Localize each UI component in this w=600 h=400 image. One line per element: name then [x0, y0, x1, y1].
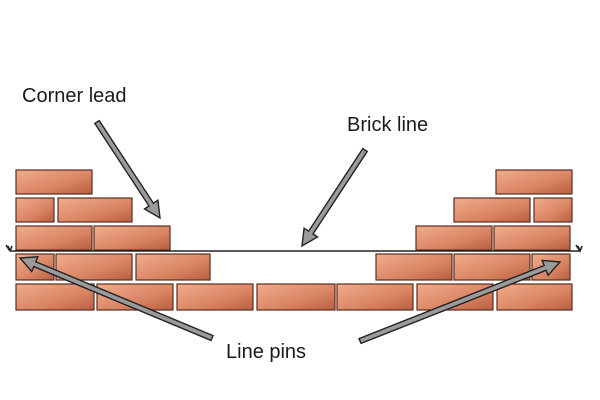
brick	[57, 197, 133, 223]
line-pin-right	[575, 244, 583, 253]
brick-line-label: Brick line	[347, 114, 429, 136]
brick	[256, 283, 336, 311]
corner-lead-label: Corner lead	[22, 85, 127, 107]
bricks-group	[15, 169, 573, 311]
line-pin-right-arrow	[358, 259, 562, 345]
corner-lead-arrow	[93, 119, 161, 220]
brick	[15, 169, 93, 195]
brick	[176, 283, 254, 311]
brick	[415, 225, 493, 251]
brick	[135, 253, 211, 281]
brick	[93, 225, 171, 251]
brick	[15, 197, 55, 223]
brick	[336, 283, 414, 311]
brick	[533, 197, 573, 223]
arrows-group	[18, 119, 562, 345]
line-pins-label: Line pins	[226, 341, 307, 363]
brick	[15, 225, 93, 251]
brick-line-arrow	[301, 147, 369, 248]
brick-line-group	[5, 244, 583, 253]
line-pin-left	[5, 244, 13, 252]
brick	[375, 253, 453, 281]
brick	[496, 283, 573, 311]
brick	[495, 169, 573, 195]
line-pin-left-arrow	[18, 256, 214, 342]
brick	[15, 283, 95, 311]
brick	[493, 225, 571, 251]
brick	[453, 197, 531, 223]
